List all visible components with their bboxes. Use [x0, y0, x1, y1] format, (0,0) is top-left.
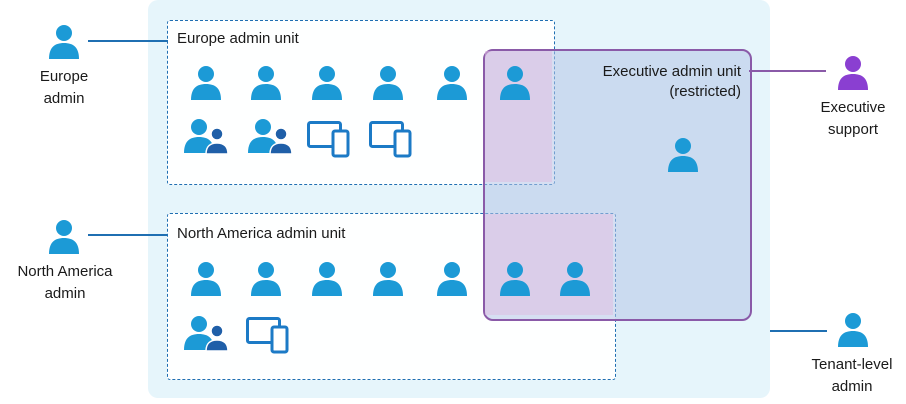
north-america-admin-user-icon — [49, 220, 79, 254]
user-icon — [312, 262, 342, 296]
executive-support-connector — [749, 70, 826, 72]
north-america-admin-label-line1: North America — [17, 263, 113, 280]
europe-admin-label-line2: admin — [43, 90, 85, 107]
group-icon — [184, 119, 229, 155]
north-america-admin-connector — [88, 234, 168, 236]
europe-admin-label: Europe admin — [18, 66, 110, 110]
europe-admin-unit-label: Europe admin unit — [177, 30, 299, 47]
north-america-admin-label: North America admin — [0, 261, 130, 305]
user-icon — [668, 138, 698, 172]
tenant-admin-connector — [770, 330, 827, 332]
executive-admin-unit-label-line2: (restricted) — [669, 83, 741, 100]
north-america-executive-overlap — [485, 214, 613, 315]
europe-admin-label-line1: Europe — [39, 68, 89, 85]
north-america-admin-unit-label: North America admin unit — [177, 225, 346, 242]
user-icon — [437, 262, 467, 296]
europe-admin-user-icon — [49, 25, 79, 59]
user-icon — [251, 262, 281, 296]
user-icon — [251, 66, 281, 100]
user-icon — [312, 66, 342, 100]
group-icon — [248, 119, 293, 155]
user-icon — [560, 262, 590, 296]
user-icon — [437, 66, 467, 100]
user-icon — [191, 262, 221, 296]
user-icon — [373, 66, 403, 100]
executive-support-label-line2: support — [827, 121, 879, 138]
executive-support-user-icon — [838, 56, 868, 90]
device-icon — [369, 121, 412, 158]
group-icon — [184, 316, 229, 352]
tenant-admin-label-line1: Tenant-level — [811, 356, 893, 373]
device-icon — [246, 317, 289, 354]
user-icon — [191, 66, 221, 100]
user-icon — [500, 66, 530, 100]
user-icon — [373, 262, 403, 296]
user-icon — [500, 262, 530, 296]
tenant-admin-label-line2: admin — [831, 378, 873, 395]
executive-admin-unit-label: Executive admin unit (restricted) — [603, 62, 741, 102]
executive-support-label: Executive support — [805, 97, 901, 141]
tenant-admin-label: Tenant-level admin — [798, 354, 906, 398]
europe-admin-connector — [88, 40, 168, 42]
north-america-admin-label-line2: admin — [44, 285, 86, 302]
executive-admin-unit-label-line1: Executive admin unit — [602, 63, 741, 80]
device-icon — [307, 121, 350, 158]
executive-support-label-line1: Executive — [820, 99, 886, 116]
tenant-admin-user-icon — [838, 313, 868, 347]
